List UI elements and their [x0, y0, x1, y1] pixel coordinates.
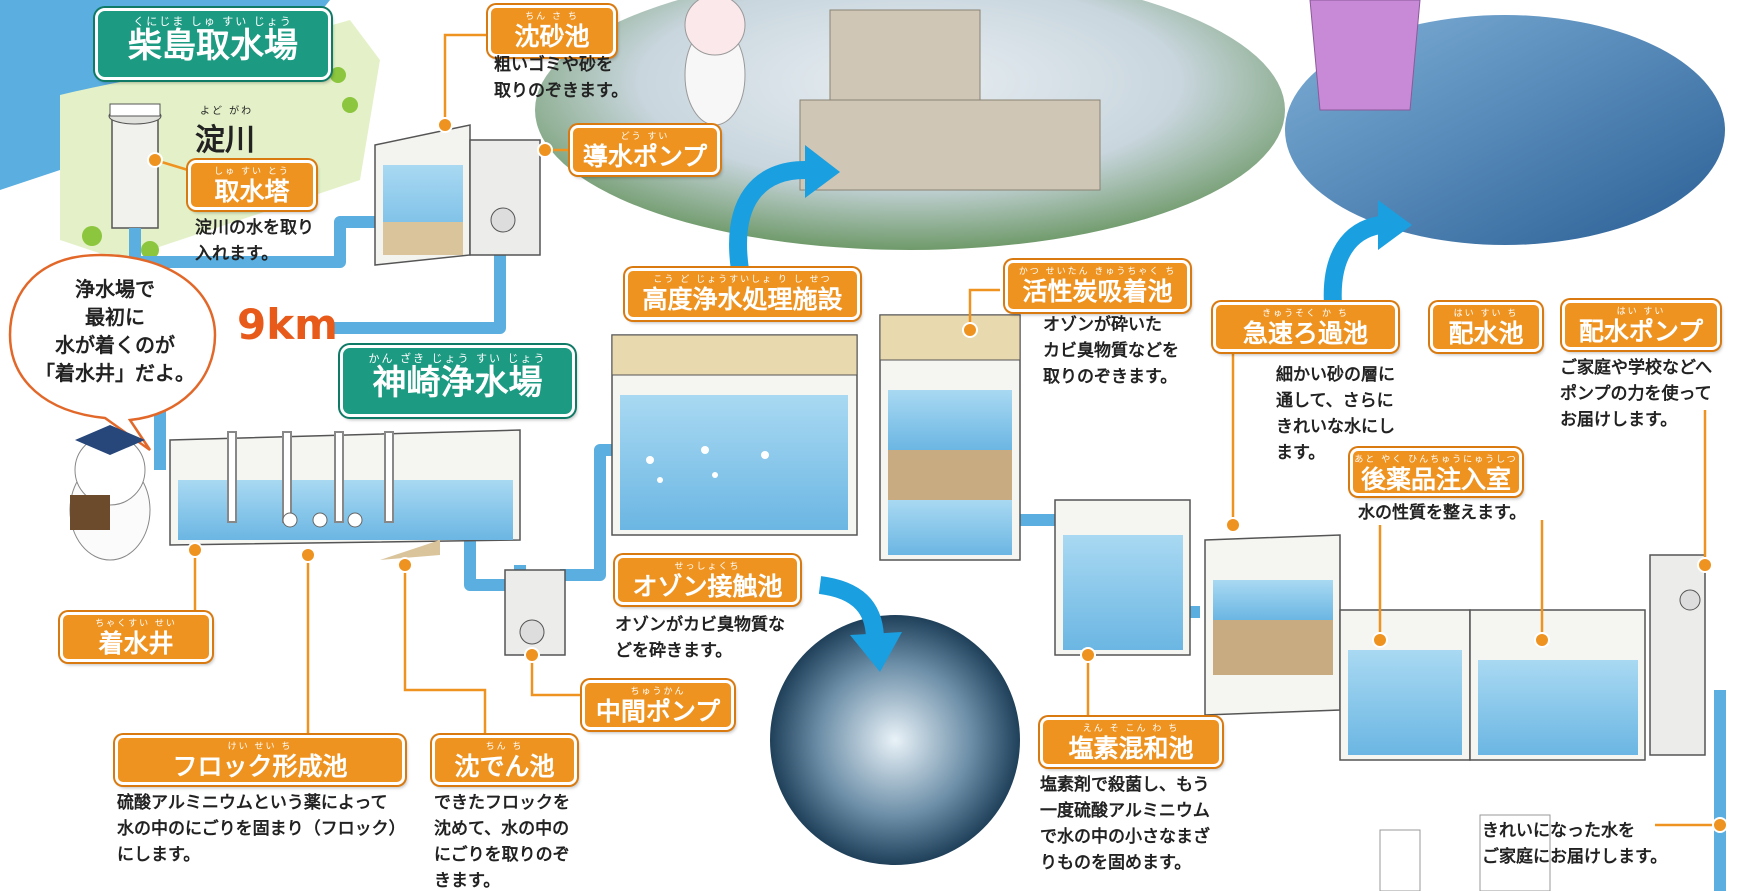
label-text: 着水井: [98, 629, 174, 658]
label-text: オゾン接触池: [632, 572, 783, 601]
chlorine-basin-icon: [1054, 499, 1191, 656]
desc-ozone: オゾンがカビ臭物質な どを砕きます。: [615, 615, 785, 661]
label-text: 取水塔: [214, 177, 290, 206]
arrow-icon: [818, 576, 884, 641]
rapid-filter-icon: [1204, 534, 1341, 716]
label-text: フロック形成池: [172, 752, 348, 781]
river-ruby: よど がわ: [200, 106, 254, 117]
desc-chinsachi: 粗いゴミや砂を 取りのぞきます。: [494, 55, 629, 101]
ruby: けい せい ち: [227, 742, 293, 752]
house-icon: [1379, 814, 1551, 891]
label-haisuichi: はい すい ち配水池: [1430, 302, 1542, 352]
desc-kouyaku: 水の性質を整えます。: [1358, 503, 1527, 523]
label-chindenchi: ちん ち沈でん池: [432, 735, 577, 785]
ruby: ちゃくすい せい: [95, 619, 177, 629]
ruby: ちん さ ち: [525, 12, 579, 22]
label-text: 後薬品注入室: [1360, 465, 1511, 494]
reservoir-icon: [1339, 554, 1706, 761]
label-koudo: こう ど じょうすいしょ り し せつ高度浄水処理施設: [625, 268, 860, 320]
label-text: 配水池: [1448, 319, 1524, 348]
label-text: 塩素混和池: [1068, 734, 1194, 763]
leader-lines: [154, 33, 1720, 827]
desc-kasseitan: オゾンが砕いた カビ臭物質などを 取りのぞきます。: [1043, 315, 1179, 387]
plant-building: [799, 9, 1101, 191]
desc-kyusoku: 細かい砂の層に 通して、さらに きれいな水にし ます。: [1276, 365, 1395, 463]
desc-chindenchi: できたフロックを 沈めて、水の中の にごりを取りのぞ きます。: [434, 793, 570, 891]
ruby: ちゅうかん: [630, 687, 686, 697]
label-chukan-pump: ちゅうかん中間ポンプ: [582, 680, 734, 730]
tree: [141, 241, 159, 259]
place-name: 柴島取水場: [128, 26, 298, 66]
place-label-shibashima: くにじま しゅ すい じょう 柴島取水場: [95, 8, 331, 80]
mascot-icon: [684, 0, 746, 126]
ruby: きゅうそく か ち: [1262, 309, 1349, 319]
ruby: あと やく ひんちゅうにゅうしつ: [1354, 455, 1518, 465]
ruby: こう ど じょうすいしょ り し せつ: [653, 275, 832, 285]
person-icon: [1309, 0, 1421, 111]
desc-enso: 塩素剤で殺菌し、もう 一度硫酸アルミニウム で水の中の小さなまざ りものを固めま…: [1040, 775, 1210, 873]
ozone-basin-icon: [611, 334, 858, 536]
ruby: しゅ すい とう: [214, 167, 290, 177]
place-name: 神崎浄水場: [372, 363, 543, 403]
ruby: どう すい: [620, 132, 670, 142]
sand-basin-icon: [374, 124, 541, 266]
label-haisui-pump: はい すい配水ポンプ: [1562, 300, 1720, 350]
ruby: せっしょくち: [674, 562, 741, 572]
ozone-photo: [770, 615, 1020, 865]
tree: [342, 97, 358, 113]
ruby: かつ せいたん きゅうちゃく ち: [1018, 267, 1177, 277]
label-kouyaku: あと やく ひんちゅうにゅうしつ後薬品注入室: [1350, 448, 1522, 496]
label-kasseitan: かつ せいたん きゅうちゃく ち活性炭吸着池: [1005, 260, 1190, 312]
desc-haisui-pump: ご家庭や学校などへ ポンプの力を使って お届けします。: [1560, 358, 1713, 430]
arrow-icon: [805, 145, 840, 198]
arrow-icon: [1323, 216, 1382, 306]
label-text: 沈砂池: [514, 22, 590, 51]
carbon-basin-icon: [879, 314, 1021, 561]
label-text: 高度浄水処理施設: [642, 285, 843, 314]
label-shusuito: しゅ すい とう取水塔: [188, 160, 316, 210]
label-text: 中間ポンプ: [595, 697, 721, 726]
desc-floc: 硫酸アルミニウムという薬によって 水の中のにごりを固まり（フロック） にします。: [117, 793, 406, 865]
distance-label: 9km: [237, 300, 338, 349]
arrow-icon: [1378, 200, 1412, 250]
ruby: くにじま しゅ すい じょう: [133, 15, 293, 28]
ruby: かん ざき じょう すい じょう: [368, 352, 547, 365]
tree: [330, 67, 346, 83]
intermediate-pump-icon: [504, 569, 566, 656]
ruby: ちん ち: [485, 742, 524, 752]
arrow-icon: [850, 632, 902, 672]
leader-dots: [147, 117, 1728, 833]
label-text: 急速ろ過池: [1242, 319, 1368, 348]
label-kyusoku: きゅうそく か ち急速ろ過池: [1213, 302, 1398, 352]
desc-shusuito: 淀川の水を取り 入れます。: [195, 218, 314, 264]
label-chinsachi: ちん さ ち沈砂池: [488, 5, 616, 57]
label-text: 導水ポンプ: [582, 142, 708, 171]
speech-text: 浄水場で 最初に 水が着くのが 「着水井」だよ。: [35, 277, 195, 385]
ruby: はい すい ち: [1453, 309, 1519, 319]
speech-bubble: [8, 253, 217, 452]
label-enso: えん そ こん わ ち塩素混和池: [1040, 717, 1222, 767]
sedimentation-tank-icon: [169, 429, 521, 560]
delivery-note: きれいになった水を ご家庭にお届けします。: [1482, 821, 1668, 867]
tree: [82, 226, 102, 246]
label-text: 活性炭吸着池: [1022, 277, 1173, 306]
label-text: 配水ポンプ: [1578, 317, 1704, 346]
ruby: えん そ こん わ ち: [1082, 724, 1180, 734]
river-name: 淀川: [195, 123, 255, 158]
ruby: はい すい: [1616, 307, 1666, 317]
label-chakusuisei: ちゃくすい せい着水井: [60, 612, 212, 662]
label-text: 沈でん池: [454, 752, 555, 781]
label-dosui-pump: どう すい導水ポンプ: [570, 125, 720, 175]
place-label-kanzaki: かん ざき じょう すい じょう 神崎浄水場: [340, 345, 575, 417]
mascot-icon: [69, 425, 151, 561]
intake-tower-icon: [108, 103, 162, 229]
label-ozone: せっしょくちオゾン接触池: [615, 555, 800, 605]
arrow-icon: [729, 161, 806, 272]
label-floc: けい せい ちフロック形成池: [115, 735, 405, 785]
